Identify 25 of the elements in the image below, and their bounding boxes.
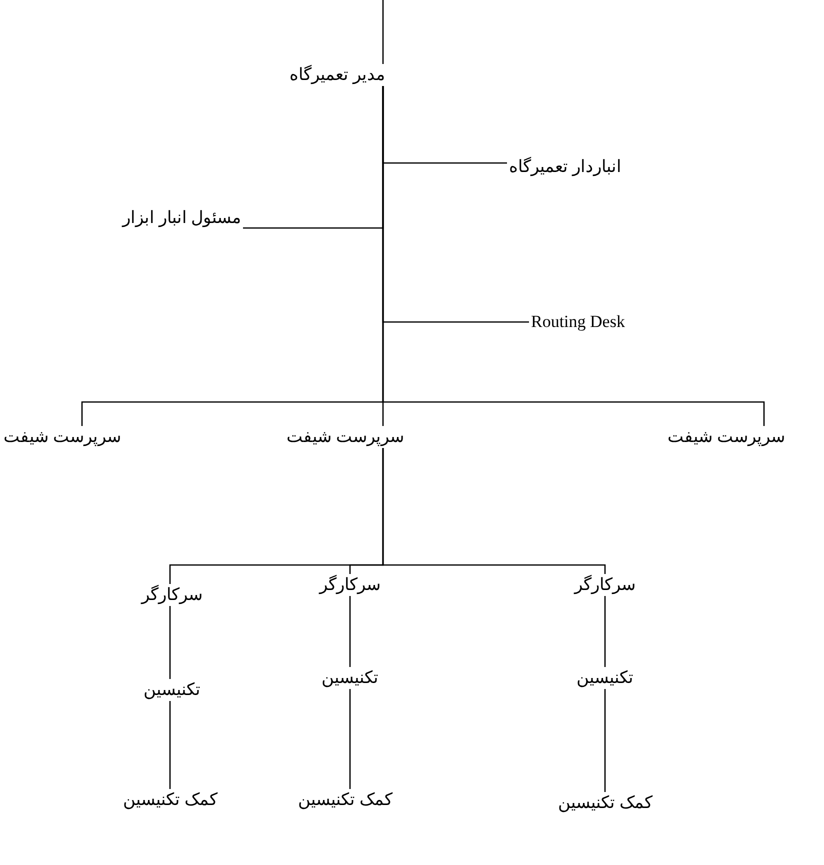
connector-line [382,86,765,426]
connector-line [604,596,606,667]
role-label: کمک تکنیسین [296,789,394,811]
connector-line [169,606,171,679]
role-label: سرپرست شیفت [666,426,787,448]
role-label: کمک تکنیسین [121,789,220,811]
role-label: سرکارگر [572,574,638,596]
connector-line [382,0,384,64]
role-label: سرکارگر [318,574,382,596]
role-label: مسئول انبار ابزار [120,207,243,229]
role-label: مدیر تعمیرگاه [288,64,387,86]
connector-line [382,448,606,574]
connector-line [604,689,606,792]
role-label: سرپرست شیفت [284,426,406,448]
role-label: Routing Desk [529,311,627,333]
connector-line [349,596,351,667]
role-label: تکنیسین [320,667,380,689]
role-label: کمک تکنیسین [556,792,654,814]
role-label: سرپرست شیفت [2,426,123,448]
connector-line [169,701,171,789]
role-label: انباردار تعمیرگاه [507,156,624,178]
role-label: تکنیسین [142,679,202,701]
role-label: تکنیسین [574,667,636,689]
role-label: سرکارگر [140,584,204,606]
connector-line [349,689,351,789]
